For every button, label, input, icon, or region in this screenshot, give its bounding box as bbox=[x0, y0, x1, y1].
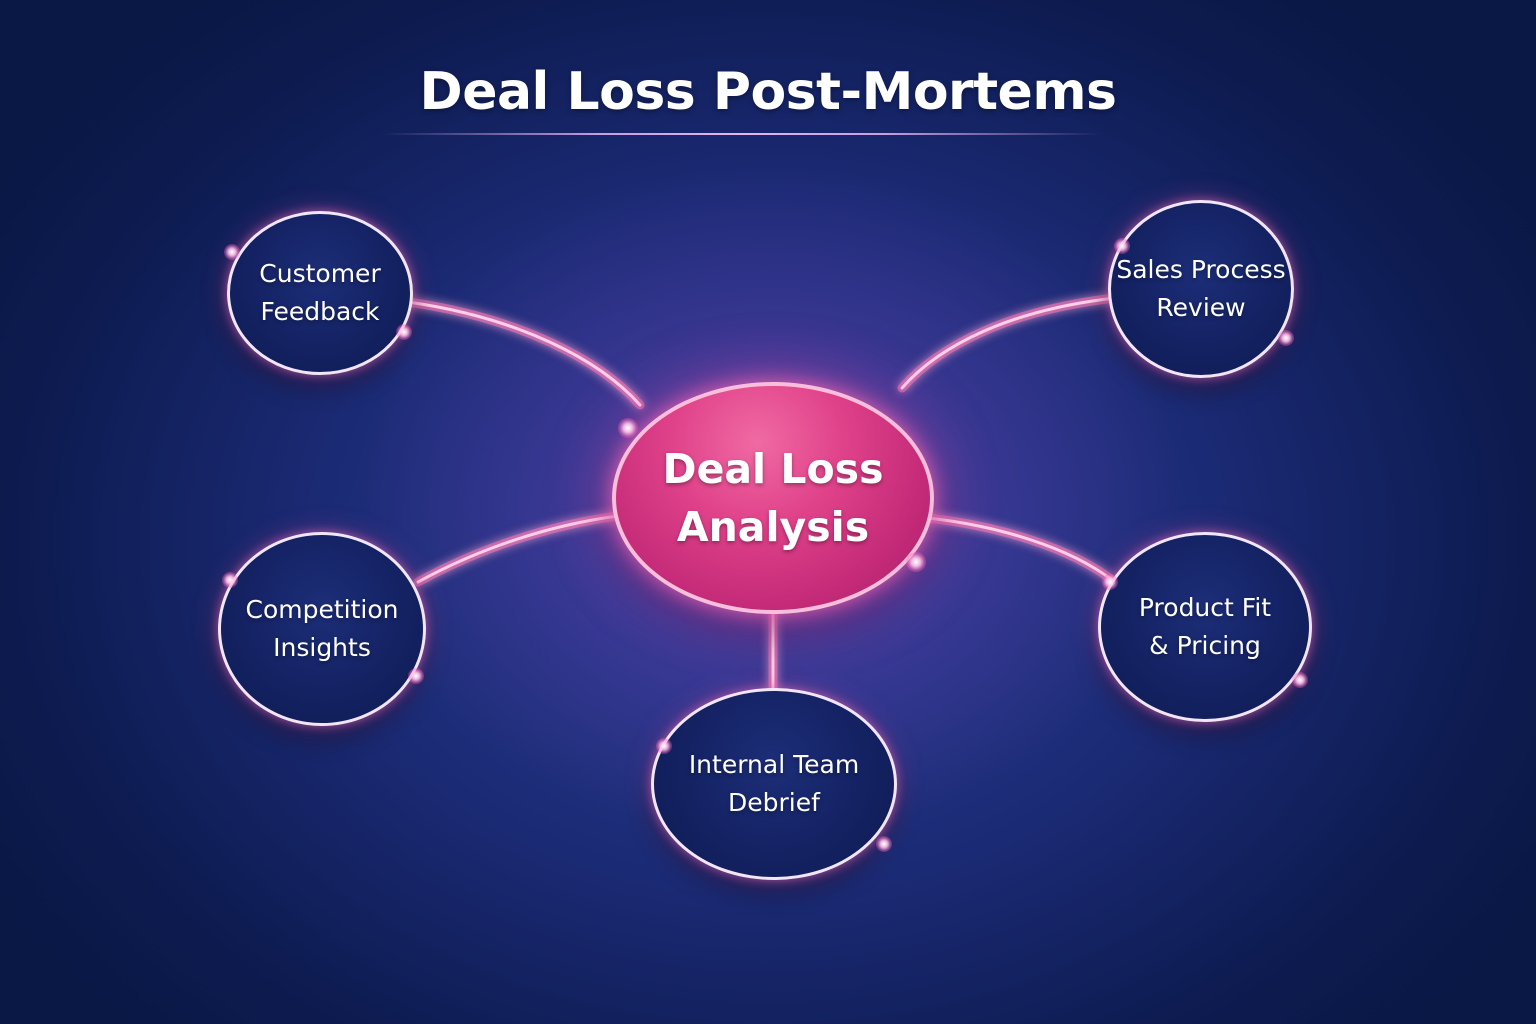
node-competition-insights[interactable]: Competition Insights bbox=[218, 532, 426, 726]
center-node-deal-loss-analysis[interactable]: Deal Loss Analysis bbox=[612, 382, 934, 614]
node-product-fit-pricing[interactable]: Product Fit & Pricing bbox=[1098, 532, 1312, 722]
glint-decoration bbox=[224, 244, 240, 260]
node-sales-process-review[interactable]: Sales Process Review bbox=[1108, 200, 1294, 378]
glint-decoration bbox=[1102, 574, 1118, 590]
glint-decoration bbox=[656, 738, 672, 754]
glint-decoration bbox=[1114, 238, 1130, 254]
node-internal-team-debrief[interactable]: Internal Team Debrief bbox=[651, 688, 897, 880]
connector-competition-insights bbox=[413, 511, 623, 587]
glint-decoration bbox=[906, 552, 926, 572]
node-label-line2: Insights bbox=[273, 633, 371, 662]
node-label-line1: Customer bbox=[259, 259, 381, 288]
node-label-line1: Sales Process bbox=[1116, 255, 1286, 284]
connector-sales-process-review bbox=[897, 293, 1120, 393]
node-label-line2: Review bbox=[1156, 293, 1246, 322]
glint-decoration bbox=[1278, 330, 1294, 346]
glint-decoration bbox=[618, 418, 638, 438]
center-label-line2: Analysis bbox=[676, 503, 870, 551]
connector-product-fit-pricing bbox=[923, 513, 1117, 585]
glint-decoration bbox=[408, 668, 424, 684]
center-label-line1: Deal Loss bbox=[662, 445, 884, 493]
glint-decoration bbox=[876, 836, 892, 852]
node-customer-feedback[interactable]: Customer Feedback bbox=[227, 211, 413, 375]
glint-decoration bbox=[396, 324, 412, 340]
node-label-line1: Product Fit bbox=[1138, 593, 1272, 622]
node-label-line2: Debrief bbox=[728, 788, 820, 817]
page-title: Deal Loss Post-Mortems bbox=[419, 62, 1117, 122]
title-underline bbox=[382, 133, 1102, 135]
node-label-line2: Feedback bbox=[260, 297, 380, 326]
node-label-line1: Competition bbox=[245, 595, 399, 624]
connector-customer-feedback bbox=[403, 297, 645, 410]
node-label-line2: & Pricing bbox=[1149, 631, 1261, 660]
node-label-line1: Internal Team bbox=[688, 750, 860, 779]
glint-decoration bbox=[222, 572, 238, 588]
glint-decoration bbox=[1292, 672, 1308, 688]
